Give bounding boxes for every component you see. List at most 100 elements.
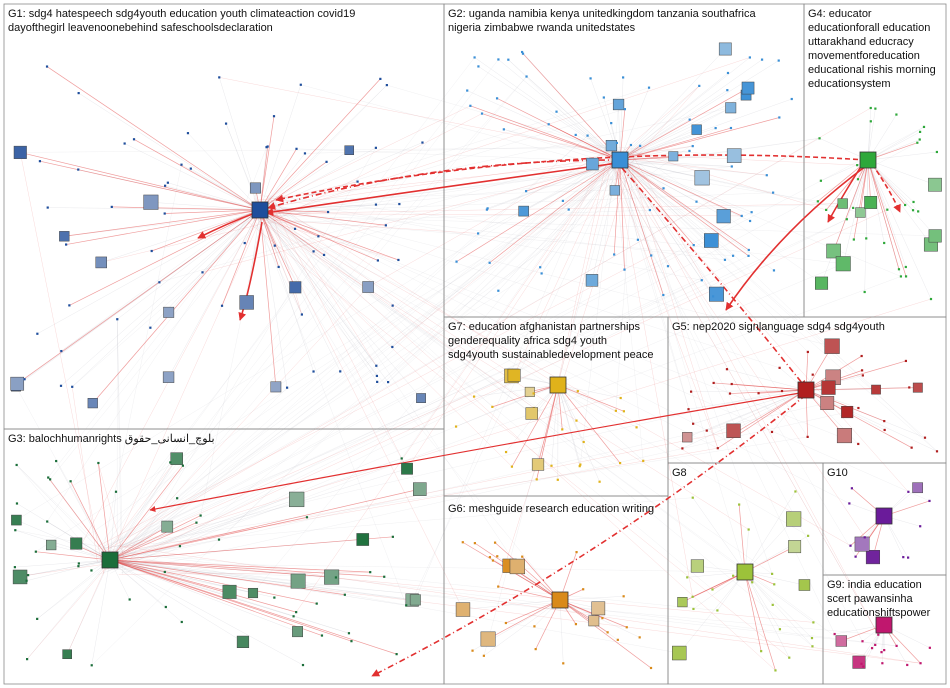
graph-node[interactable]	[181, 464, 184, 467]
graph-node[interactable]	[695, 200, 698, 203]
graph-node[interactable]	[609, 185, 620, 196]
graph-node[interactable]	[277, 265, 280, 269]
graph-node[interactable]	[718, 42, 732, 56]
graph-node[interactable]	[356, 533, 370, 546]
graph-node[interactable]	[374, 203, 378, 206]
graph-node[interactable]	[273, 244, 276, 247]
graph-node[interactable]	[504, 621, 507, 625]
hub-node-g8[interactable]	[736, 563, 754, 581]
graph-node[interactable]	[647, 86, 651, 89]
graph-node[interactable]	[895, 644, 898, 647]
graph-node[interactable]	[824, 338, 840, 354]
graph-node[interactable]	[454, 425, 458, 428]
graph-node[interactable]	[116, 318, 119, 321]
graph-node[interactable]	[13, 145, 27, 159]
graph-node[interactable]	[385, 83, 388, 87]
graph-node[interactable]	[588, 615, 600, 627]
graph-node[interactable]	[700, 279, 703, 282]
graph-node[interactable]	[852, 206, 855, 210]
graph-node[interactable]	[180, 163, 183, 166]
graph-node[interactable]	[712, 295, 715, 298]
graph-node[interactable]	[285, 386, 289, 389]
graph-node[interactable]	[848, 502, 851, 505]
graph-node[interactable]	[473, 542, 476, 545]
graph-node[interactable]	[886, 208, 889, 211]
graph-node[interactable]	[861, 374, 864, 377]
graph-node[interactable]	[835, 256, 851, 272]
graph-node[interactable]	[908, 386, 911, 389]
graph-node[interactable]	[535, 478, 538, 481]
graph-node[interactable]	[455, 260, 458, 263]
graph-node[interactable]	[815, 276, 829, 290]
graph-node[interactable]	[916, 141, 919, 144]
graph-node[interactable]	[374, 146, 377, 149]
graph-node[interactable]	[778, 116, 781, 119]
graph-node[interactable]	[534, 648, 537, 651]
graph-node[interactable]	[491, 405, 494, 408]
graph-node[interactable]	[495, 97, 499, 100]
graph-node[interactable]	[883, 649, 886, 652]
graph-node[interactable]	[904, 265, 907, 269]
graph-node[interactable]	[547, 123, 550, 126]
graph-node[interactable]	[860, 662, 863, 665]
graph-node[interactable]	[711, 588, 714, 591]
graph-node[interactable]	[836, 428, 852, 444]
graph-node[interactable]	[201, 271, 204, 274]
graph-node[interactable]	[639, 144, 642, 147]
graph-node[interactable]	[857, 406, 860, 410]
graph-node[interactable]	[907, 490, 910, 493]
graph-node[interactable]	[376, 380, 379, 384]
graph-node[interactable]	[816, 200, 819, 203]
graph-node[interactable]	[869, 106, 872, 110]
graph-node[interactable]	[300, 313, 303, 316]
hub-node-g6[interactable]	[551, 591, 569, 609]
graph-node[interactable]	[870, 647, 874, 650]
graph-node[interactable]	[247, 587, 259, 599]
graph-node[interactable]	[163, 212, 166, 215]
graph-node[interactable]	[821, 380, 836, 395]
graph-node[interactable]	[521, 555, 524, 558]
graph-node[interactable]	[579, 463, 582, 466]
graph-node[interactable]	[865, 237, 868, 240]
graph-node[interactable]	[266, 145, 269, 148]
graph-node[interactable]	[123, 142, 126, 145]
graph-node[interactable]	[922, 125, 926, 129]
graph-node[interactable]	[90, 569, 93, 572]
graph-node[interactable]	[510, 465, 514, 468]
graph-node[interactable]	[485, 208, 489, 211]
graph-node[interactable]	[488, 556, 492, 559]
graph-node[interactable]	[322, 253, 326, 257]
graph-node[interactable]	[730, 382, 733, 386]
graph-node[interactable]	[504, 450, 508, 454]
graph-node[interactable]	[648, 208, 651, 212]
graph-node[interactable]	[36, 332, 39, 335]
graph-node[interactable]	[740, 214, 743, 217]
graph-node[interactable]	[698, 84, 701, 87]
graph-node[interactable]	[163, 570, 166, 574]
graph-node[interactable]	[877, 626, 880, 630]
graph-node[interactable]	[416, 393, 426, 403]
graph-node[interactable]	[912, 382, 923, 393]
graph-node[interactable]	[723, 258, 727, 261]
graph-node[interactable]	[918, 130, 922, 133]
graph-node[interactable]	[811, 645, 814, 648]
graph-node[interactable]	[725, 102, 737, 114]
graph-node[interactable]	[690, 559, 704, 573]
graph-node[interactable]	[772, 269, 776, 272]
graph-node[interactable]	[114, 490, 118, 493]
graph-node[interactable]	[497, 585, 500, 588]
graph-node[interactable]	[747, 528, 750, 531]
graph-node[interactable]	[730, 165, 733, 168]
graph-node[interactable]	[625, 626, 628, 629]
graph-node[interactable]	[586, 157, 599, 171]
graph-node[interactable]	[863, 536, 866, 539]
graph-node[interactable]	[582, 440, 585, 444]
graph-node[interactable]	[217, 538, 221, 541]
graph-node[interactable]	[521, 52, 525, 55]
graph-node[interactable]	[928, 177, 942, 192]
graph-node[interactable]	[729, 126, 733, 130]
graph-node[interactable]	[681, 447, 684, 450]
graph-node[interactable]	[77, 565, 80, 568]
graph-node[interactable]	[622, 410, 625, 413]
graph-node[interactable]	[47, 476, 50, 479]
